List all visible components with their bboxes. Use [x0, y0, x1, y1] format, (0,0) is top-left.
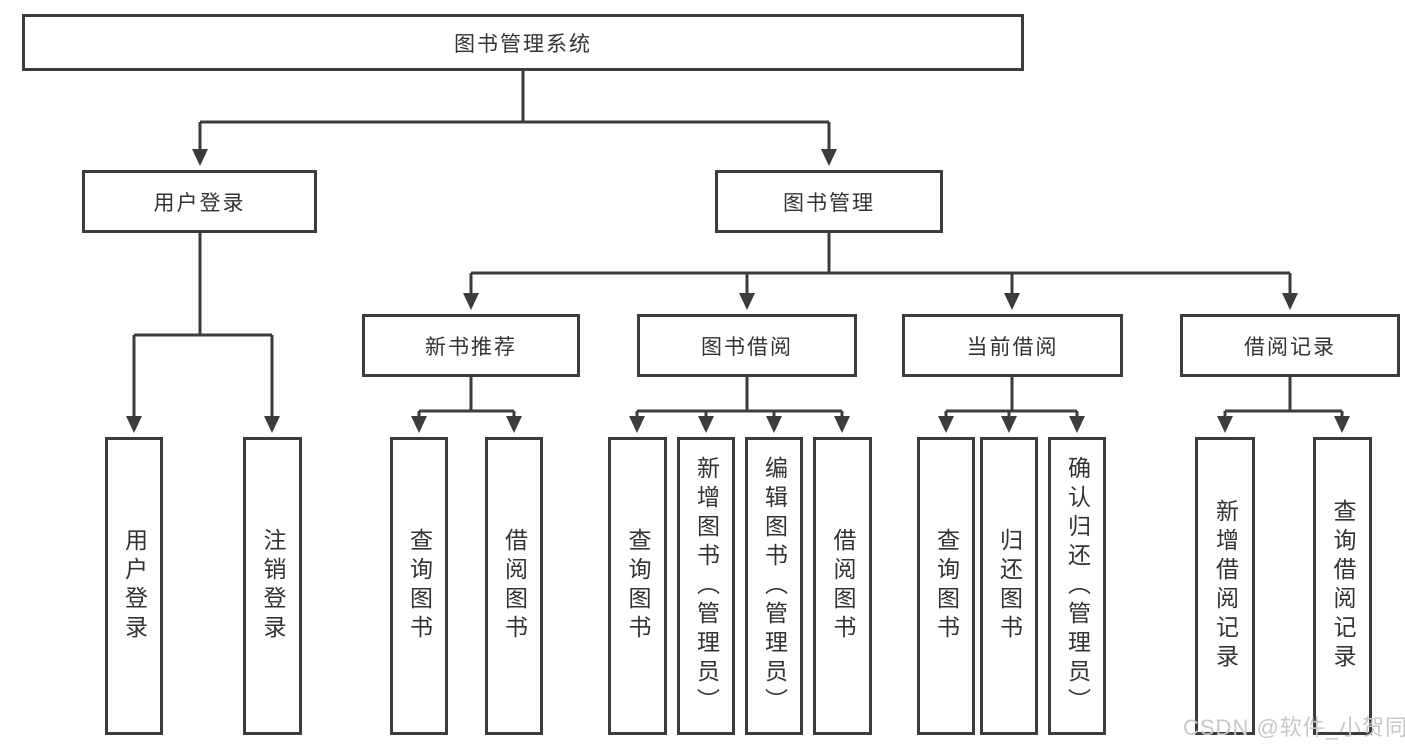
arrow-head-icon: [264, 416, 280, 433]
arrow-head-icon: [629, 416, 645, 433]
node-book-mgmt: 图书管理: [715, 170, 943, 233]
node-label: 借阅图书: [830, 528, 856, 644]
node-label: 查询借阅记录: [1330, 499, 1356, 673]
node-label: 查询图书: [625, 528, 651, 644]
node-label: 图书管理系统: [454, 32, 592, 56]
arrow-head-icon: [463, 293, 479, 310]
node-leaf-log-add: 新增借阅记录: [1195, 437, 1255, 735]
arrow-head-icon: [506, 416, 522, 433]
arrow-head-icon: [834, 416, 850, 433]
node-label: 借阅记录: [1244, 335, 1336, 359]
node-label: 新增借阅记录: [1212, 499, 1239, 673]
arrow-head-icon: [698, 416, 714, 433]
arrow-head-icon: [938, 416, 954, 433]
node-leaf-rec-query: 查询图书: [390, 437, 448, 735]
node-new-book-rec: 新书推荐: [362, 314, 580, 377]
node-label: 用户登录: [153, 191, 246, 215]
node-leaf-logout: 注销登录: [243, 437, 302, 735]
node-root: 图书管理系统: [22, 14, 1024, 71]
node-current-borrow: 当前借阅: [902, 314, 1123, 377]
node-label: 新书推荐: [425, 335, 517, 359]
node-label: 注销登录: [260, 528, 286, 644]
node-book-borrow: 图书借阅: [637, 314, 857, 377]
node-leaf-log-query: 查询借阅记录: [1313, 437, 1372, 735]
node-label: 归还图书: [996, 528, 1023, 644]
node-borrow-records: 借阅记录: [1180, 314, 1400, 377]
node-label: 查询图书: [933, 528, 960, 644]
node-label: 编辑图书（管理员）: [761, 455, 788, 717]
arrow-head-icon: [1334, 416, 1350, 433]
arrow-head-icon: [192, 149, 208, 166]
arrow-head-icon: [766, 416, 782, 433]
node-label: 确认归还（管理员）: [1064, 455, 1091, 717]
node-leaf-bor-borrow: 借阅图书: [813, 437, 872, 735]
node-leaf-rec-borrow: 借阅图书: [485, 437, 543, 735]
node-label: 图书管理: [783, 191, 875, 215]
arrow-head-icon: [821, 149, 837, 166]
arrow-head-icon: [1282, 293, 1298, 310]
arrow-head-icon: [1217, 416, 1233, 433]
node-label: 新增图书（管理员）: [693, 455, 720, 717]
arrow-head-icon: [411, 416, 427, 433]
node-leaf-bor-add: 新增图书（管理员）: [677, 437, 735, 735]
node-leaf-cur-confirm: 确认归还（管理员）: [1048, 437, 1106, 735]
node-leaf-cur-query: 查询图书: [917, 437, 975, 735]
node-leaf-bor-query: 查询图书: [608, 437, 667, 735]
node-leaf-bor-edit: 编辑图书（管理员）: [745, 437, 803, 735]
arrow-head-icon: [1004, 293, 1020, 310]
node-leaf-cur-return: 归还图书: [980, 437, 1038, 735]
arrow-head-icon: [1069, 416, 1085, 433]
node-label: 借阅图书: [501, 528, 528, 644]
arrow-head-icon: [739, 293, 755, 310]
node-user-login: 用户登录: [82, 170, 317, 233]
node-label: 查询图书: [406, 528, 433, 644]
arrow-head-icon: [126, 416, 142, 433]
node-label: 图书借阅: [701, 335, 793, 359]
node-label: 当前借阅: [966, 335, 1059, 359]
arrow-head-icon: [1001, 416, 1017, 433]
node-leaf-user-login: 用户登录: [105, 437, 163, 735]
watermark-text: CSDN @软件_小贺同学: [1183, 715, 1405, 740]
node-label: 用户登录: [121, 528, 148, 644]
